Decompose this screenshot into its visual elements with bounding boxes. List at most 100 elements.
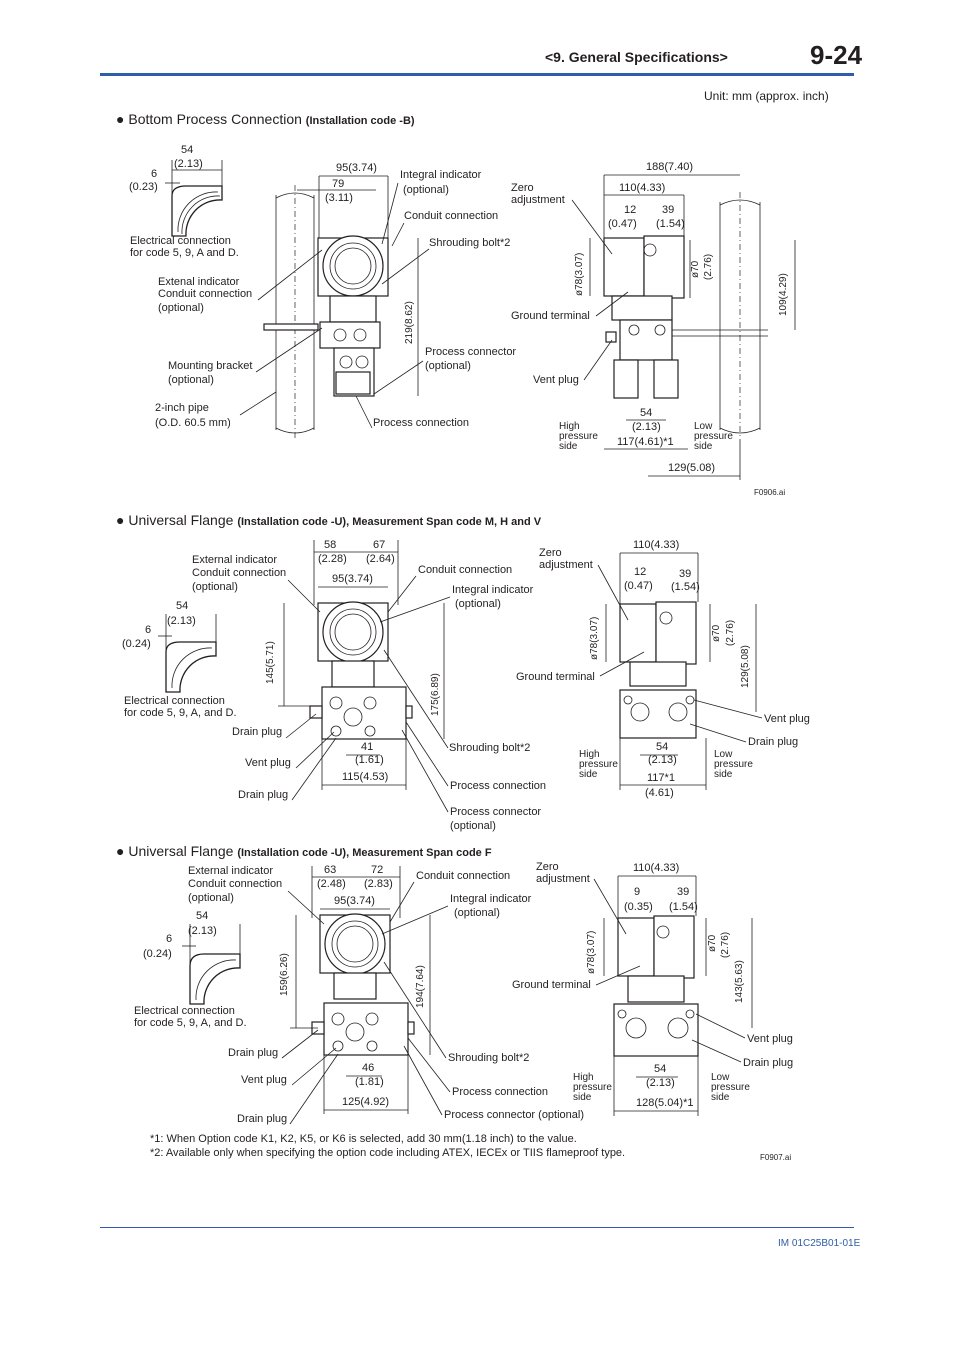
label-ground-terminal: Ground terminal xyxy=(512,979,591,991)
label-high: High xyxy=(559,421,580,432)
label-vent-plug: Vent plug xyxy=(241,1074,287,1086)
document-number: IM 01C25B01-01E xyxy=(778,1238,861,1249)
label-zero: Zero xyxy=(536,861,559,873)
label-side-2: side xyxy=(711,1092,730,1103)
label-external-indicator: External indicator xyxy=(188,865,273,877)
elbow-detail-3 xyxy=(182,924,241,1005)
dim-219: 219(8.62) xyxy=(404,301,415,344)
label-optional-2: (optional) xyxy=(454,907,500,919)
label-integral-indicator: Integral indicator xyxy=(400,169,482,181)
dim-54: 54 xyxy=(181,144,193,156)
dim-54-b-in: (2.13) xyxy=(648,754,677,766)
elbow-detail-2 xyxy=(158,614,217,693)
dim-41: 41 xyxy=(361,741,373,753)
dim-54-b: 54 xyxy=(656,741,668,753)
label-vent-plug-r: Vent plug xyxy=(747,1033,793,1045)
dim-79: 79 xyxy=(332,178,344,190)
transmitter-front-1 xyxy=(263,235,389,397)
section-title: Bottom Process Connection xyxy=(128,111,302,127)
dim-110: 110(4.33) xyxy=(633,539,679,551)
dim-54-b: 54 xyxy=(640,407,652,419)
label-adjustment: adjustment xyxy=(511,194,565,206)
label-zero: Zero xyxy=(511,182,534,194)
label-process-connection: Process connection xyxy=(450,780,546,792)
dim-39: 39 xyxy=(677,886,689,898)
dim-159: 159(6.26) xyxy=(279,953,290,996)
dim-175: 175(6.89) xyxy=(430,673,441,716)
dim-12: 12 xyxy=(634,566,646,578)
dim-95: 95(3.74) xyxy=(336,162,377,174)
footnote-2: *2: Available only when specifying the o… xyxy=(150,1147,626,1159)
label-process-connection: Process connection xyxy=(452,1086,548,1098)
dim-54-in: (2.13) xyxy=(174,158,203,170)
pipe-left xyxy=(275,185,315,440)
label-pressure: pressure xyxy=(579,759,618,770)
section-qualifier: (Installation code -U), Measurement Span… xyxy=(237,516,542,528)
label-for-code: for code 5, 9, A, and D. xyxy=(124,707,237,719)
label-for-code: for code 5, 9, A and D. xyxy=(130,247,239,259)
dim-58-in: (2.28) xyxy=(318,553,347,565)
dim-9-in: (0.35) xyxy=(624,901,653,913)
label-optional-4: (optional) xyxy=(425,360,471,372)
dim-194: 194(7.64) xyxy=(415,965,426,1008)
dim-phi78: ø78(3.07) xyxy=(586,931,597,974)
label-drain-plug-r: Drain plug xyxy=(748,736,798,748)
dim-41-in: (1.61) xyxy=(355,754,384,766)
figure-universal-mhv: 54 (2.13) 6 (0.24) Electrical connection… xyxy=(122,539,810,832)
label-conduit-connection-2: Conduit connection xyxy=(418,564,512,576)
dim-72: 72 xyxy=(371,864,383,876)
label-optional: (optional) xyxy=(188,892,234,904)
dim-46: 46 xyxy=(362,1062,374,1074)
dim-phi70-in: (2.76) xyxy=(703,254,714,280)
label-optional-3: (optional) xyxy=(168,374,214,386)
dim-phi70-in: (2.76) xyxy=(720,932,731,958)
figure-universal-f: 54 (2.13) 6 (0.24) Electrical connection… xyxy=(134,861,793,1162)
label-shrouding-bolt: Shrouding bolt*2 xyxy=(449,742,530,754)
dim-6: 6 xyxy=(145,624,151,636)
label-conduit-connection: Conduit connection xyxy=(188,878,282,890)
dim-67-in: (2.64) xyxy=(366,553,395,565)
dim-117: 117*1 xyxy=(647,772,675,784)
footer-rule xyxy=(100,1227,854,1228)
label-conduit-connection-2: Conduit connection xyxy=(416,870,510,882)
dim-54-b-in: (2.13) xyxy=(646,1077,675,1089)
page-number: 9-24 xyxy=(810,40,863,70)
dim-95: 95(3.74) xyxy=(332,573,373,585)
label-process-connector: Process connector xyxy=(450,806,541,818)
label-integral-indicator: Integral indicator xyxy=(450,893,532,905)
dim-63-in: (2.48) xyxy=(317,878,346,890)
header-rule xyxy=(100,73,854,76)
label-process-connector: Process connector (optional) xyxy=(444,1109,584,1121)
dim-54-in: (2.13) xyxy=(188,925,217,937)
label-ground-terminal: Ground terminal xyxy=(516,671,595,683)
dim-phi70: ø70 xyxy=(711,624,722,642)
label-drain-plug-2: Drain plug xyxy=(237,1113,287,1125)
label-mounting-bracket: Mounting bracket xyxy=(168,360,252,372)
label-drain-plug: Drain plug xyxy=(228,1047,278,1059)
label-high: High xyxy=(573,1072,594,1083)
label-pipe-od: (O.D. 60.5 mm) xyxy=(155,417,231,429)
label-side-2: side xyxy=(694,441,713,452)
label-ground-terminal: Ground terminal xyxy=(511,310,590,322)
dim-188: 188(7.40) xyxy=(646,161,693,173)
label-pressure-2: pressure xyxy=(694,431,733,442)
dim-125: 125(4.92) xyxy=(342,1096,389,1108)
bullet: ● xyxy=(116,111,125,127)
label-pressure-2: pressure xyxy=(714,759,753,770)
label-side: side xyxy=(573,1092,592,1103)
section-title-universal-f: ● Universal Flange (Installation code -U… xyxy=(116,843,492,859)
dim-129: 129(5.08) xyxy=(740,645,751,688)
label-adjustment: adjustment xyxy=(539,559,593,571)
label-conduit-connection-2: Conduit connection xyxy=(158,288,252,300)
label-pressure: pressure xyxy=(573,1082,612,1093)
dim-115: 115(4.53) xyxy=(342,771,388,783)
dim-54-b: 54 xyxy=(654,1063,666,1075)
figure-id-2: F0907.ai xyxy=(760,1153,791,1162)
dim-67: 67 xyxy=(373,539,385,551)
figure-bottom-process: 54 (2.13) 6 (0.23) Electrical connection… xyxy=(129,144,796,497)
dim-117: 117(4.61)*1 xyxy=(617,436,674,448)
label-electrical-connection: Electrical connection xyxy=(134,1005,235,1017)
label-side-2: side xyxy=(714,769,733,780)
section-title: Universal Flange xyxy=(128,512,234,528)
dim-110: 110(4.33) xyxy=(633,862,679,874)
